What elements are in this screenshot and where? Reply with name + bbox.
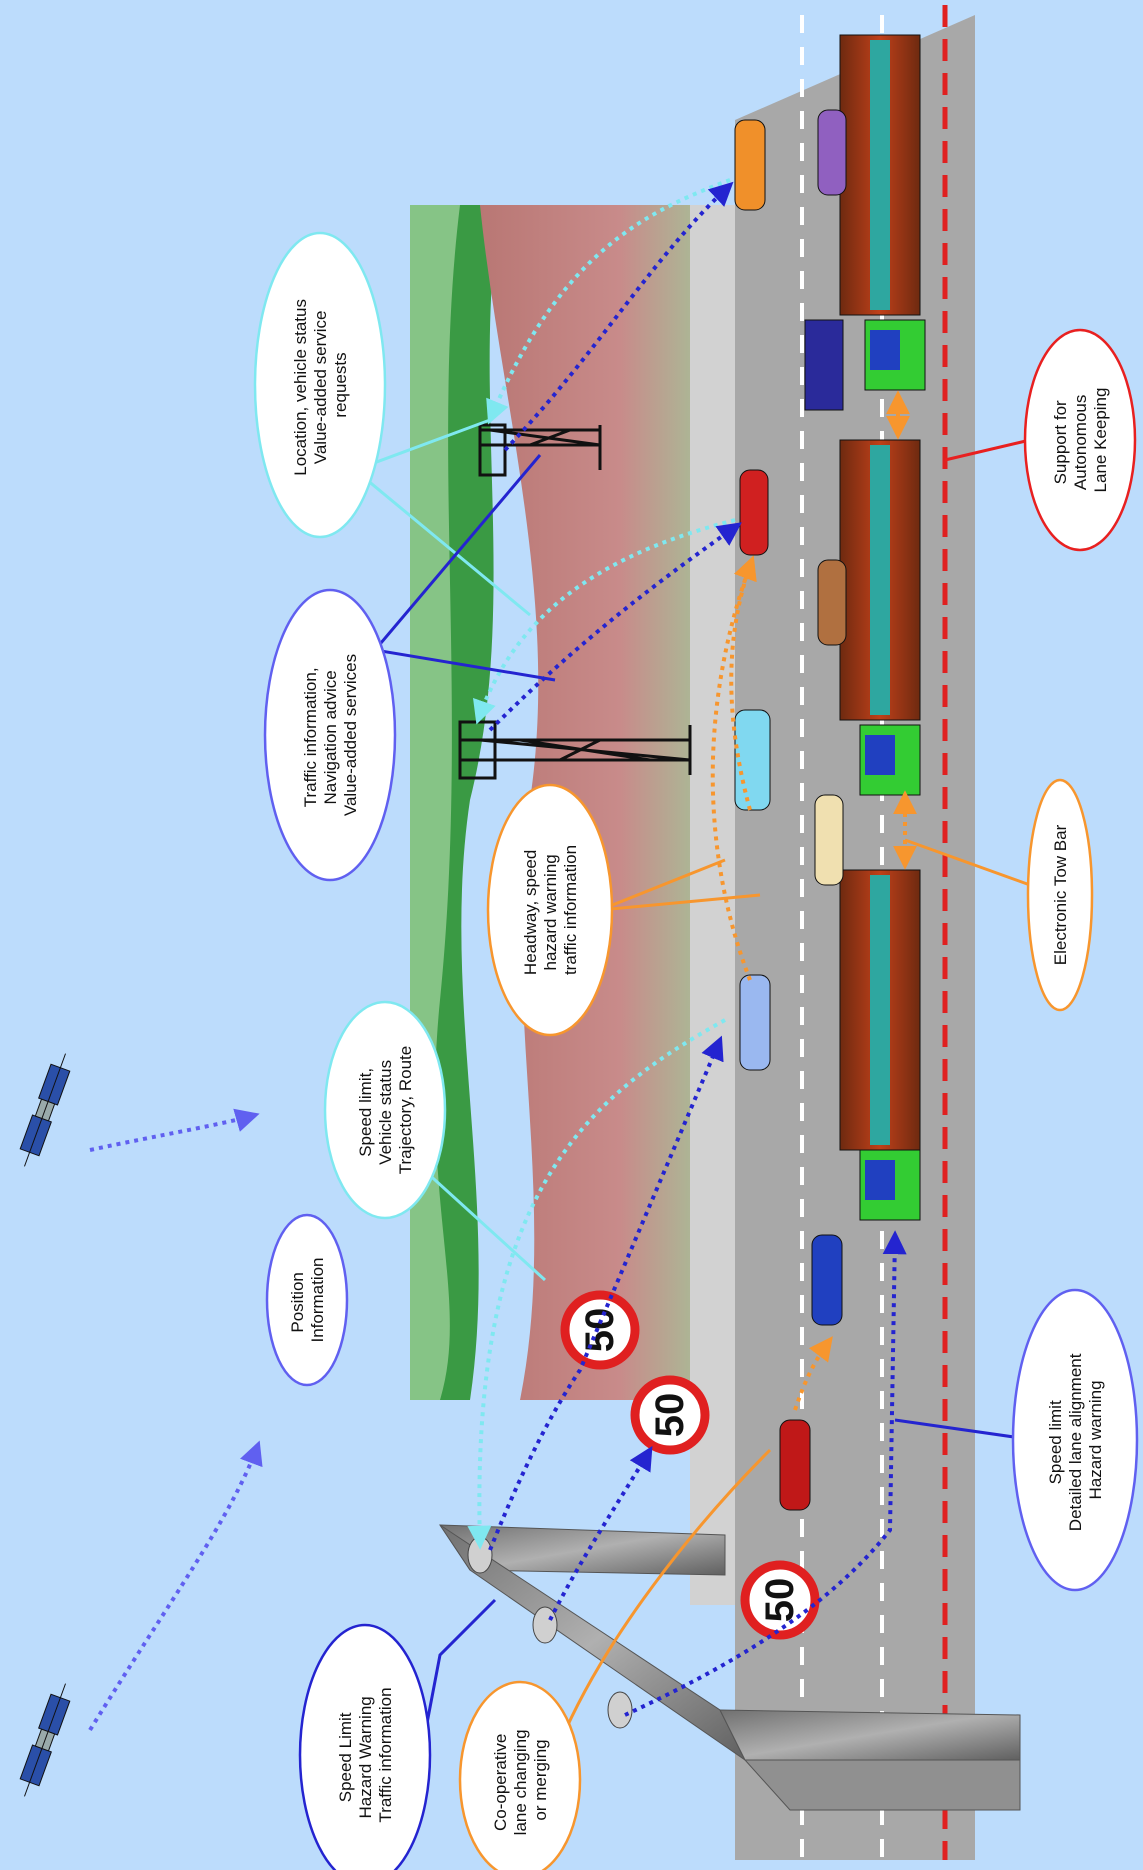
van-icon: [804, 319, 844, 411]
speed-sign-3: 50: [740, 1560, 820, 1640]
speed-sign-2: 50: [630, 1375, 710, 1455]
car-purple-icon: [817, 109, 847, 196]
car-brown-icon: [817, 559, 847, 646]
svg-text:Speed limit Detailed lan: Speed limit Detailed lane alignment Haza…: [1046, 1349, 1105, 1531]
svg-text:Speed limit, Vehicle sta: Speed limit, Vehicle status Trajectory, …: [356, 1046, 415, 1175]
car-lightblue-icon: [739, 974, 771, 1071]
callout-coop-lane: Co-operative lane changing or merging: [458, 1680, 582, 1870]
callout-speed-limit-vehicle: Speed limit, Vehicle status Trajectory, …: [323, 1000, 447, 1220]
truck-3-icon: [839, 869, 921, 1221]
svg-text:Location, vehicle status: Location, vehicle status Value-added ser…: [291, 294, 350, 475]
car-orange-icon: [734, 119, 766, 211]
svg-text:Speed Limit Hazard Warni: Speed Limit Hazard Warning Traffic infor…: [336, 1687, 395, 1822]
link-satellite-2: [88, 1440, 263, 1732]
trucks: [804, 34, 926, 1221]
link-blue-2: [488, 522, 742, 732]
svg-text:Headway, speed hazard wa: Headway, speed hazard warning traffic in…: [521, 845, 580, 975]
link-cyan-3: [467, 1018, 726, 1550]
car-cyan-icon: [734, 709, 771, 811]
speed-sign-1-value: 50: [578, 1308, 622, 1353]
callout-position: Position Information: [265, 1213, 349, 1387]
svg-text:Traffic information, Nav: Traffic information, Navigation advice V…: [301, 654, 360, 816]
beacon-1: [467, 1536, 493, 1574]
car-blue-icon: [811, 1234, 843, 1326]
callout-beacon-speed: Speed Limit Hazard Warning Traffic infor…: [298, 1623, 432, 1870]
link-orange-1: [710, 555, 757, 981]
car-red-icon: [739, 469, 769, 556]
field-band: [480, 205, 735, 1400]
car-cream-icon: [814, 794, 844, 886]
link-cyan-2: [473, 518, 736, 725]
cell-tower-large-icon: [458, 720, 692, 780]
callout-headway: Headway, speed hazard warning traffic in…: [486, 783, 614, 1037]
satellite-2-icon: [19, 1683, 71, 1797]
link-blue-4: [548, 1445, 653, 1621]
callout-roadside-speed: Speed limit Detailed lane alignment Haza…: [1011, 1288, 1139, 1592]
link-orange-2: [729, 555, 757, 811]
cell-tower-small-icon: [478, 423, 602, 477]
link-blue-5: [624, 1230, 907, 1717]
road-shoulder: [690, 205, 735, 1605]
speed-sign-2-value: 50: [648, 1393, 692, 1438]
beacon-2: [532, 1606, 558, 1644]
comm-links: [88, 178, 917, 1732]
satellite-1-icon: [19, 1053, 71, 1167]
callout-traffic-nav: Traffic information, Navigation advice V…: [263, 588, 397, 882]
truck-2-icon: [839, 439, 921, 796]
beacon-3: [607, 1691, 633, 1729]
svg-text:Position Information: Position Information: [288, 1257, 327, 1342]
svg-text:Electronic Tow Bar: Electronic Tow Bar: [1051, 824, 1070, 965]
speed-sign-1: 50: [560, 1290, 640, 1370]
link-satellite-1: [89, 1108, 260, 1152]
svg-text:Co-operative lane changi: Co-operative lane changing or merging: [491, 1725, 550, 1836]
callout-location-status: Location, vehicle status Value-added ser…: [253, 231, 387, 539]
speed-sign-3-value: 50: [758, 1578, 802, 1623]
car-darkred-icon: [779, 1419, 811, 1511]
gantry: [439, 1524, 1021, 1811]
callout-lane-keeping: Support for Autonomous Lane Keeping: [1023, 328, 1137, 552]
cars: [734, 109, 847, 1511]
truck-1-icon: [839, 34, 926, 391]
callout-electronic-tow-bar: Electronic Tow Bar: [1026, 778, 1094, 1012]
svg-text:Support for Autonomous: Support for Autonomous Lane Keeping: [1051, 388, 1110, 493]
